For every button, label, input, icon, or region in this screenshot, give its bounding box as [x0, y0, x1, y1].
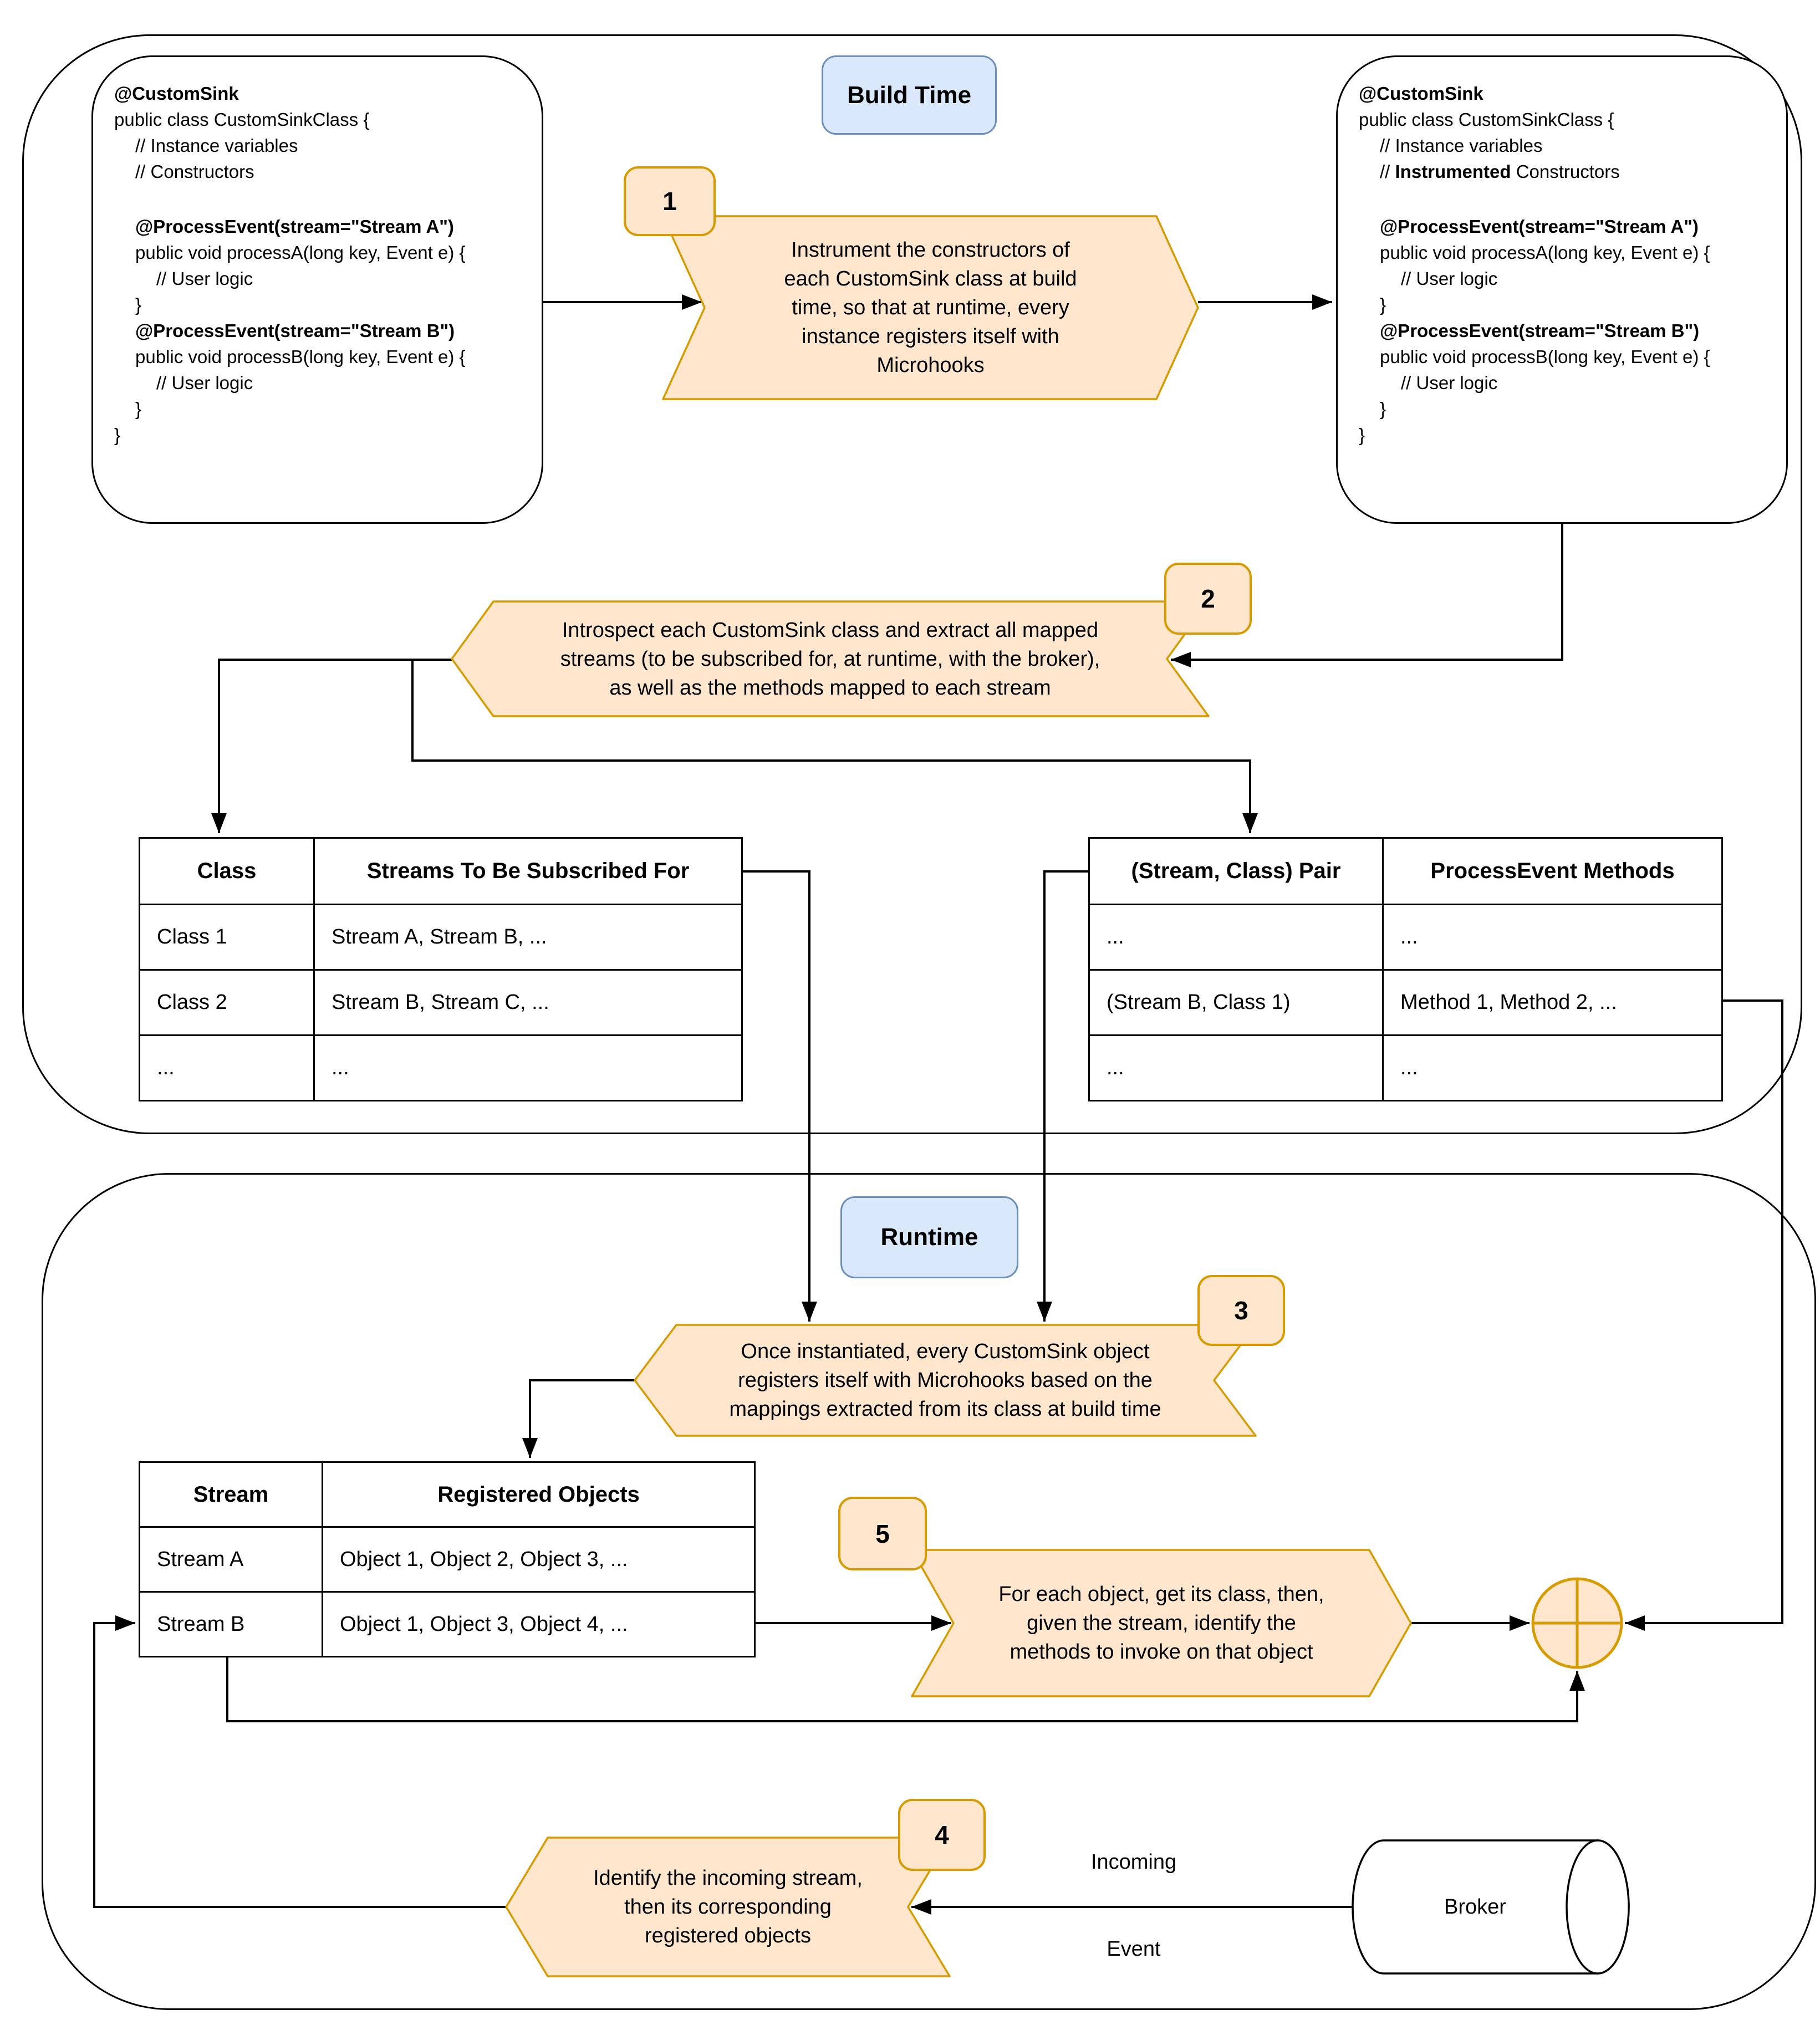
connector-step4-to-streamB-row — [93, 1615, 506, 1908]
connector-step2-to-class-table — [211, 659, 452, 833]
code-line: public void processB(long key, Event e) … — [135, 346, 466, 367]
step4-banner-text: Identify the incoming stream,then its co… — [593, 1866, 863, 1947]
code-line: public void processA(long key, Event e) … — [135, 242, 466, 263]
step4-badge: 4 — [898, 1799, 986, 1871]
step1-banner-shape — [662, 215, 1199, 400]
code-line: // Instrumented Constructors — [1380, 161, 1620, 182]
step5-banner: For each object, get its class, then,giv… — [911, 1549, 1412, 1697]
connector-step2-to-pair-table — [411, 659, 1258, 833]
connector-pair-row-to-merge — [1625, 999, 1783, 1631]
code-line: } — [135, 399, 142, 419]
build-time-container — [22, 34, 1802, 1134]
code-line: public void processA(long key, Event e) … — [1380, 242, 1710, 263]
code-line: @ProcessEvent(stream="Stream A") — [1380, 216, 1699, 237]
step4-banner: Identify the incoming stream,then its co… — [505, 1837, 951, 1977]
connector-stream-table-to-merge — [226, 1657, 1585, 1722]
connector-instrumented-to-step2 — [1171, 524, 1563, 667]
column-header: Class — [139, 837, 315, 905]
table-row: (Stream B, Class 1)Method 1, Method 2, .… — [1088, 969, 1723, 1036]
code-line: @CustomSink — [114, 83, 239, 104]
table-row: ...... — [139, 1034, 743, 1101]
column-header: ProcessEvent Methods — [1382, 837, 1723, 905]
code-line — [1359, 185, 1765, 213]
connector-class-table-to-step3 — [741, 870, 817, 1322]
column-header: Stream — [139, 1461, 323, 1528]
code-line: } — [1359, 425, 1365, 445]
column-header: (Stream, Class) Pair — [1088, 837, 1384, 905]
custom-sink-source-box: @CustomSink public class CustomSinkClass… — [91, 55, 543, 524]
step2-banner-text: Introspect each CustomSink class and ext… — [560, 618, 1100, 700]
code-line: public void processB(long key, Event e) … — [1380, 346, 1710, 367]
column-header: Registered Objects — [322, 1461, 756, 1528]
code-line: // User logic — [1401, 268, 1498, 289]
column-header: Streams To Be Subscribed For — [313, 837, 743, 905]
step3-banner: Once instantiated, every CustomSink obje… — [634, 1324, 1257, 1437]
table-row: ...... — [1088, 1034, 1723, 1101]
code-line: @ProcessEvent(stream="Stream A") — [135, 216, 454, 237]
step5-banner-shape — [911, 1549, 1412, 1697]
step5-badge: 5 — [838, 1497, 927, 1570]
code-line: @ProcessEvent(stream="Stream B") — [135, 320, 455, 341]
class-streams-table: Class Streams To Be Subscribed For Class… — [139, 837, 743, 1101]
code-line: } — [1380, 294, 1386, 315]
code-line: } — [1380, 399, 1386, 419]
build-time-label: Build Time — [822, 55, 997, 135]
code-line: // Instance variables — [135, 135, 298, 156]
code-line: } — [135, 294, 142, 315]
incoming-event-label: Incoming Event — [1090, 1850, 1177, 1961]
broker-label: Broker — [1444, 1895, 1506, 1919]
stream-class-pairs-table: (Stream, Class) Pair ProcessEvent Method… — [1088, 837, 1723, 1101]
code-line: @CustomSink — [1359, 83, 1483, 104]
runtime-container — [42, 1173, 1816, 2010]
code-line: // Instance variables — [1380, 135, 1543, 156]
code-line: // Constructors — [135, 161, 254, 182]
step2-badge: 2 — [1164, 563, 1252, 635]
code-line: // User logic — [156, 268, 253, 289]
step3-badge: 3 — [1197, 1275, 1285, 1346]
code-line: public class CustomSinkClass { — [1359, 109, 1614, 130]
custom-sink-instrumented-box: @CustomSink public class CustomSinkClass… — [1336, 55, 1788, 524]
code-line: // User logic — [156, 373, 253, 393]
connector-pair-table-to-step3 — [1037, 870, 1088, 1322]
step2-banner: Introspect each CustomSink class and ext… — [451, 600, 1210, 717]
step5-banner-text: For each object, get its class, then,giv… — [998, 1583, 1324, 1664]
merge-join-node — [1531, 1577, 1623, 1669]
code-line: @ProcessEvent(stream="Stream B") — [1380, 320, 1700, 341]
table-row: ...... — [1088, 904, 1723, 971]
code-line: } — [114, 425, 121, 445]
code-line — [114, 185, 521, 213]
code-line: public class CustomSinkClass { — [114, 109, 370, 130]
runtime-label: Runtime — [840, 1196, 1018, 1278]
code-line: // User logic — [1401, 373, 1498, 393]
connector-step3-to-stream-table — [522, 1379, 635, 1458]
step1-badge: 1 — [624, 166, 716, 236]
broker-cylinder — [1352, 1839, 1630, 1975]
step3-banner-text: Once instantiated, every CustomSink obje… — [729, 1340, 1161, 1421]
